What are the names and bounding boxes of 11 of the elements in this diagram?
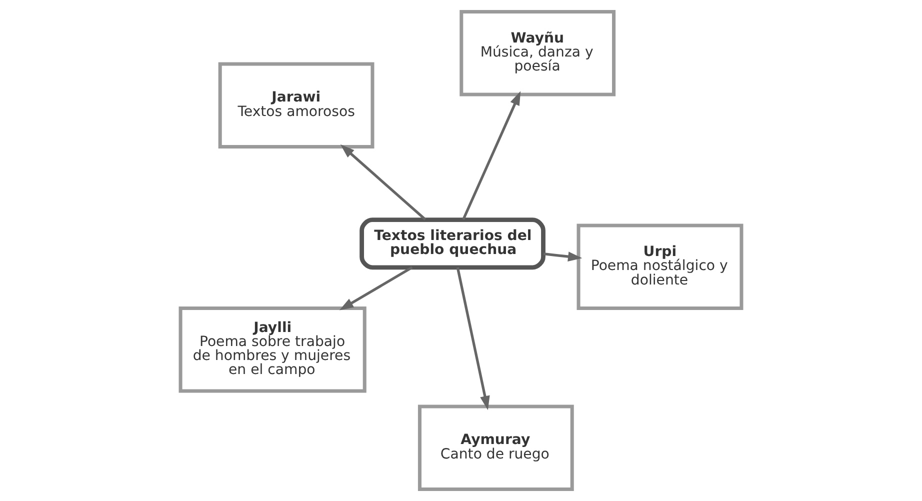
arrow	[340, 144, 426, 221]
arrow	[456, 267, 490, 410]
arrow	[543, 252, 582, 262]
node-box: Jaylli Poema sobre trabajo de hombres y mujeres en el campo	[178, 306, 366, 393]
arrow	[339, 266, 413, 310]
node-box: Aymuray Canto de ruego	[418, 404, 574, 492]
node-box: Textos literarios del pueblo quechua	[360, 218, 546, 270]
node-box: Wayñu Música, danza y poesía	[460, 10, 616, 96]
node-box: Jarawi Textos amorosos	[218, 62, 374, 149]
node-box: Urpi Poema nostálgico y doliente	[576, 224, 744, 310]
arrow	[462, 91, 521, 220]
